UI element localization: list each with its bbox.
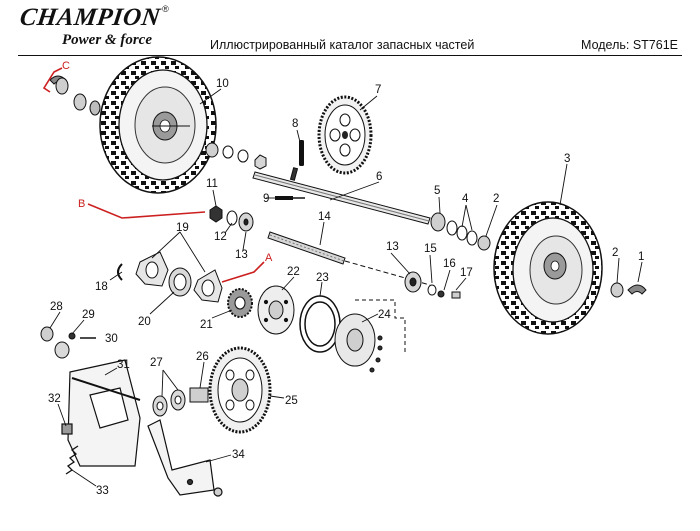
drive-wheel-25 [208, 346, 272, 434]
part-number-11: 11 [206, 178, 218, 190]
part-number-34: 34 [232, 449, 245, 461]
spring-33 [65, 445, 79, 475]
part-number-21: 21 [200, 319, 213, 331]
part-number-10: 10 [216, 78, 229, 90]
part-number-30: 30 [105, 333, 118, 345]
part-number-25: 25 [285, 395, 298, 407]
callout-b: B [78, 198, 85, 210]
key-8 [299, 140, 304, 166]
logo-tagline: Power & force [62, 32, 152, 48]
bolt-9 [275, 196, 305, 200]
header-divider [18, 55, 682, 56]
catalog-title: Иллюстрированный каталог запасных частей [210, 38, 475, 52]
part-number-3: 3 [564, 153, 570, 165]
catalog-header: CHAMPION® Power & force Иллюстрированный… [0, 0, 700, 56]
part-number-8: 8 [292, 118, 298, 130]
part-number-6: 6 [376, 171, 382, 183]
callout-c: C [62, 60, 70, 72]
part-number-29: 29 [82, 309, 95, 321]
pinion-21 [227, 288, 253, 318]
callout-a: A [265, 252, 273, 264]
callout-markers [42, 67, 265, 283]
part-number-7: 7 [375, 84, 381, 96]
part-number-17: 17 [460, 267, 473, 279]
part-number-15: 15 [424, 243, 437, 255]
leader-lines [49, 88, 643, 487]
left-wheel [99, 56, 217, 194]
part-number-23: 23 [316, 272, 329, 284]
part-number-33: 33 [96, 485, 109, 497]
lever-31 [61, 359, 141, 467]
part-numbers: 10 7 8 3 6 11 5 9 4 2 14 19 12 13 15 13 … [48, 78, 644, 497]
part-number-14: 14 [318, 211, 331, 223]
part-number-9: 9 [263, 193, 269, 205]
bracket-assembly [117, 251, 223, 303]
part-number-28: 28 [50, 301, 63, 313]
part-number-32: 32 [48, 393, 61, 405]
part-number-13b: 13 [386, 241, 399, 253]
part-number-26: 26 [196, 351, 209, 363]
bearings-26-27 [152, 387, 209, 417]
hub-22 [257, 285, 295, 335]
part-number-20: 20 [138, 316, 151, 328]
part-number-24: 24 [378, 309, 391, 321]
part-number-13a: 13 [235, 249, 248, 261]
left-wheel-hardware [49, 75, 267, 170]
bracket-34 [147, 419, 223, 497]
shaft-14 [209, 205, 461, 299]
friction-ring-23 [299, 295, 341, 353]
part-number-2a: 2 [493, 193, 499, 205]
part-number-12: 12 [214, 231, 227, 243]
disc-24 [334, 299, 406, 373]
part-number-5: 5 [434, 185, 440, 197]
part-number-2b: 2 [612, 247, 618, 259]
part-number-16: 16 [443, 258, 456, 270]
part-number-22: 22 [287, 266, 300, 278]
champion-logo: CHAMPION® Power & force [18, 4, 169, 48]
logo-registered-mark: ® [162, 4, 169, 14]
shaft-6 [252, 167, 431, 225]
part-number-18: 18 [95, 281, 108, 293]
part-number-31: 31 [117, 359, 130, 371]
part-number-4: 4 [462, 193, 469, 205]
model-label: Модель: ST761E [581, 38, 678, 52]
right-wheel [493, 201, 603, 335]
small-parts-28-30 [40, 326, 96, 359]
part-number-27: 27 [150, 357, 163, 369]
part-number-1: 1 [638, 251, 644, 263]
part-number-19: 19 [176, 222, 189, 234]
gear-7 [317, 95, 373, 175]
